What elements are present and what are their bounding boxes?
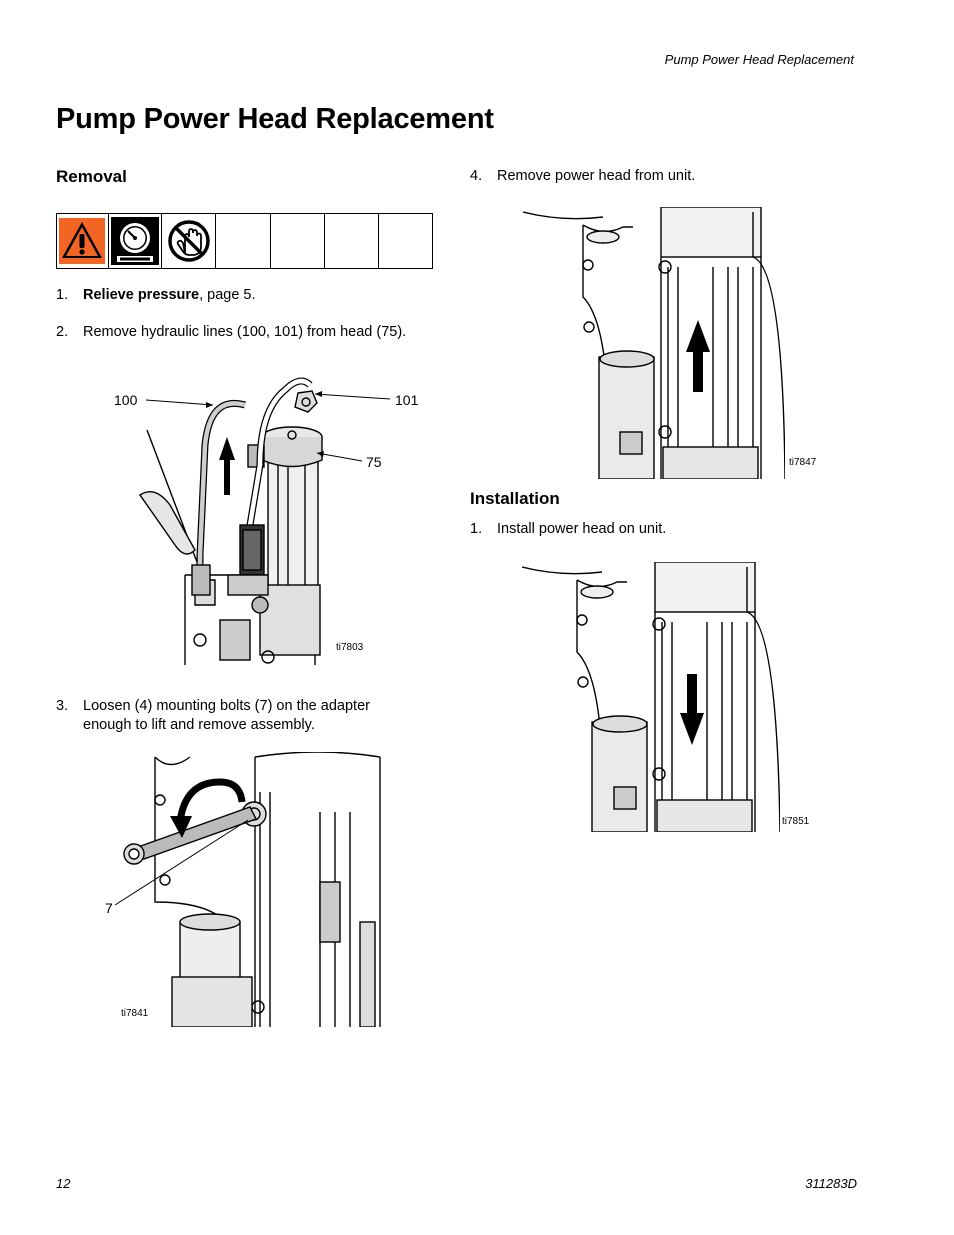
running-header: Pump Power Head Replacement xyxy=(664,52,854,67)
figure-tag-ti7847: ti7847 xyxy=(789,457,817,468)
removal-step-4: 4. Remove power head from unit. xyxy=(470,168,696,184)
callout-7: 7 xyxy=(105,900,113,916)
figure-mounting-bolts xyxy=(110,752,395,1027)
callout-100: 100 xyxy=(114,392,138,408)
figure-tag-ti7841: ti7841 xyxy=(121,1008,149,1019)
removal-step-3: 3. Loosen (4) mounting bolts (7) on the … xyxy=(56,698,370,733)
page-number: 12 xyxy=(56,1176,71,1191)
figure-tag-ti7803: ti7803 xyxy=(336,642,364,653)
installation-heading: Installation xyxy=(470,489,560,508)
figure-hydraulic-lines xyxy=(100,365,440,665)
empty-symbol-cell xyxy=(216,214,271,268)
warning-symbol-table xyxy=(56,213,433,269)
no-gloves-hand-icon xyxy=(162,214,217,268)
removal-step-2: 2. Remove hydraulic lines (100, 101) fro… xyxy=(56,324,407,340)
page-title: Pump Power Head Replacement xyxy=(56,103,494,135)
empty-symbol-cell xyxy=(271,214,325,268)
callout-101: 101 xyxy=(395,392,419,408)
installation-step-1: 1. Install power head on unit. xyxy=(470,521,667,537)
warning-icon xyxy=(57,214,109,268)
figure-remove-power-head xyxy=(523,207,785,479)
figure-tag-ti7851: ti7851 xyxy=(782,816,810,827)
figure-install-power-head xyxy=(522,562,780,832)
pressure-relief-icon xyxy=(109,214,163,268)
empty-symbol-cell xyxy=(325,214,380,268)
empty-symbol-cell xyxy=(379,214,432,268)
removal-heading: Removal xyxy=(56,167,127,186)
relieve-pressure-link: Relieve pressure xyxy=(83,287,200,303)
document-number: 311283D xyxy=(805,1176,857,1191)
removal-step-1: 1. Relieve pressure, page 5. xyxy=(56,287,256,303)
callout-75: 75 xyxy=(366,454,382,470)
